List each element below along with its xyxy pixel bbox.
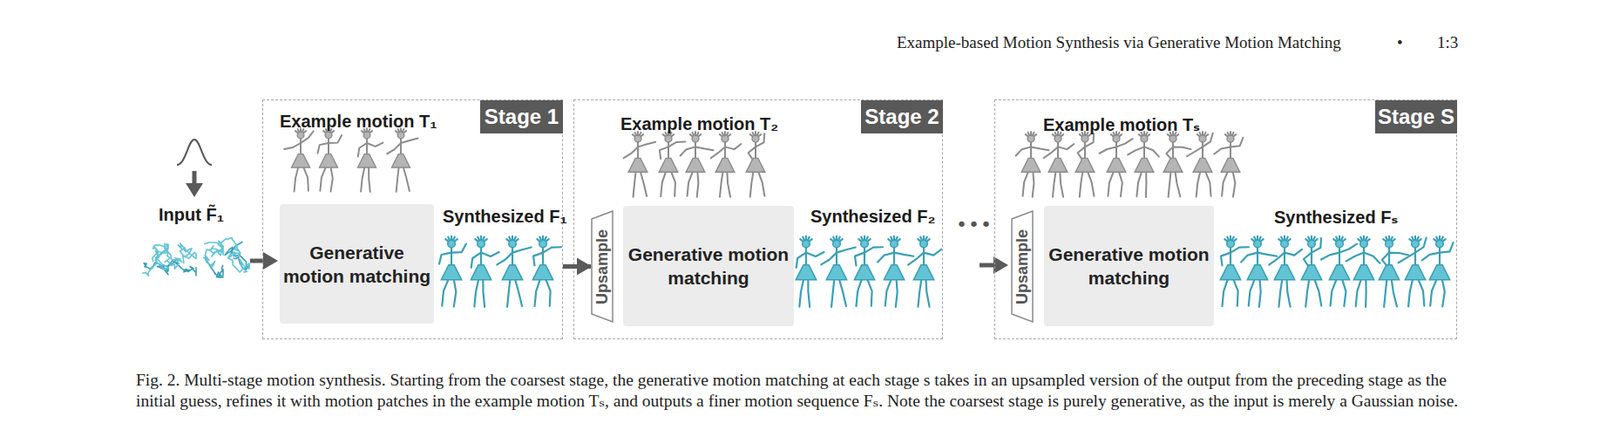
example-pose: [284, 128, 314, 191]
synthesized-pose: [1301, 236, 1322, 307]
synthesized-pose: [532, 236, 562, 306]
example-pose: [711, 131, 742, 197]
synthesized-pose: [1346, 236, 1381, 307]
example-label: Example motion T₂: [620, 114, 779, 135]
output-label: Synthesized Fₛ: [1274, 206, 1398, 228]
upsample-block: Upsample: [590, 210, 614, 323]
example-pose: [386, 128, 418, 192]
input-label: Input F̃₁: [158, 204, 224, 225]
example-pose: [745, 131, 766, 197]
example-pose: [1186, 131, 1214, 197]
synthesized-pose: [470, 236, 499, 307]
example-pose: [1163, 131, 1191, 197]
example-pose: [1075, 131, 1095, 197]
example-pose: [1127, 131, 1160, 197]
upsample-label: Upsample: [1013, 228, 1032, 304]
synthesized-pose: [1422, 236, 1454, 307]
example-pose: [1044, 131, 1075, 197]
header-separator: •: [1396, 33, 1404, 53]
running-header: Example-based Motion Synthesis via Gener…: [896, 33, 1342, 53]
synthesized-pose: [1378, 236, 1409, 307]
synthesized-pose: [1321, 236, 1357, 306]
example-label: Example motion T₁: [279, 111, 438, 132]
process-box: Generative motion matching: [279, 203, 434, 324]
ellipsis: •••: [955, 213, 993, 236]
output-label: Synthesized F₂: [810, 206, 936, 227]
synthesized-pose: [1240, 236, 1277, 307]
example-pose: [358, 128, 384, 192]
process-label: Generative motion matching: [1044, 242, 1214, 290]
stage-box: Stage S Upsample Generative motion matchin…: [994, 99, 1458, 339]
example-pose: [623, 131, 656, 197]
gaussian-symbol: [176, 139, 212, 197]
stage-tag: Stage 2: [861, 100, 943, 134]
example-pose: [680, 131, 714, 197]
example-pose: [658, 131, 685, 197]
process-box: Generative motion matching: [1044, 205, 1214, 326]
synthesized-pose: [1220, 236, 1249, 306]
synthesized-pose: [854, 236, 883, 306]
example-label: Example motion Tₛ: [1043, 114, 1200, 136]
example-pose: [317, 128, 342, 191]
figure-caption: Fig. 2. Multi-stage motion synthesis. St…: [135, 369, 1465, 412]
stage-tag: Stage S: [1375, 100, 1458, 134]
synthesized-pose: [795, 236, 824, 307]
process-label: Generative motion matching: [279, 240, 434, 288]
synthesized-pose: [1268, 236, 1302, 307]
example-pose: [1213, 131, 1243, 197]
upsample-block: Upsample: [1010, 210, 1034, 323]
stage-box: Stage 1 Generative motion matching Example…: [262, 99, 563, 339]
page-number: 1:3: [1437, 33, 1458, 53]
noise-motion: [142, 237, 250, 278]
stage-title: Stage S: [1377, 104, 1455, 129]
example-pose: [1099, 131, 1133, 197]
synthesized-pose: [820, 236, 856, 307]
input-arrow: [250, 251, 278, 270]
process-box: Generative motion matching: [623, 205, 794, 326]
process-label: Generative motion matching: [623, 242, 794, 290]
stage-box: Stage 2 Upsample Generative motion matchin…: [573, 99, 943, 339]
stage-title: Stage 1: [484, 104, 559, 129]
synthesized-pose: [1398, 236, 1427, 307]
flow-arrow: [562, 264, 591, 269]
synthesized-pose: [908, 236, 942, 307]
stage-tag: Stage 1: [480, 100, 563, 134]
synthesized-pose: [877, 236, 914, 307]
stage-title: Stage 2: [864, 104, 939, 129]
upsample-label: Upsample: [593, 228, 612, 304]
example-pose: [1016, 131, 1050, 197]
synthesized-pose: [496, 236, 532, 307]
output-label: Synthesized F₁: [442, 206, 568, 227]
synthesized-pose: [439, 236, 467, 307]
